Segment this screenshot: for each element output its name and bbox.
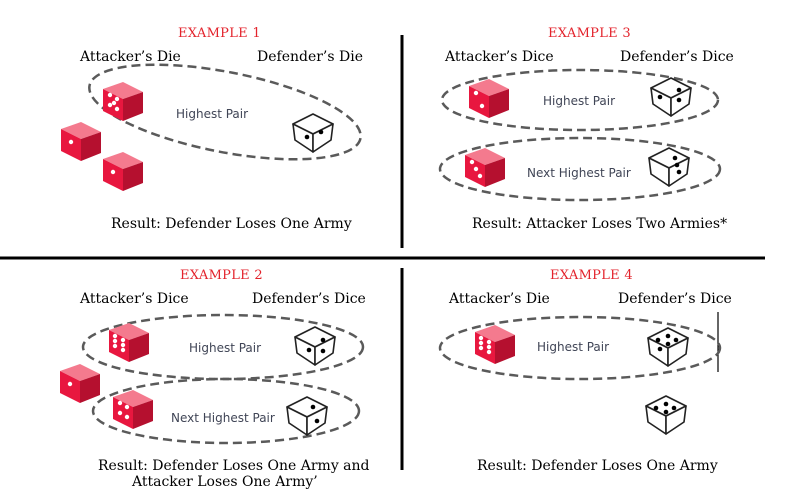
spare-red-die-icon (60, 364, 100, 403)
example-title: EXAMPLE 2 (180, 268, 263, 283)
result-text: Attacker Loses One Army’ (132, 474, 318, 490)
defender-label: Defender’s Dice (252, 291, 366, 307)
defender-die-icon (294, 326, 336, 366)
pair-label: Highest Pair (189, 341, 262, 355)
example-title: EXAMPLE 3 (548, 26, 631, 41)
defender-label: Defender’s Dice (620, 49, 734, 65)
attacker-label: Attacker’s Dice (445, 49, 554, 65)
pair-label: Highest Pair (176, 107, 249, 121)
result-text: Result: Defender Loses One Army (111, 216, 352, 232)
spare-red-die-icon (103, 152, 143, 191)
pair-label: Highest Pair (543, 94, 616, 108)
attacker-die-icon (103, 82, 143, 121)
attacker-label: Attacker’s Die (449, 291, 550, 307)
defender-die-icon (647, 327, 689, 367)
pair-label: Next Highest Pair (527, 166, 631, 180)
example-title: EXAMPLE 1 (178, 26, 261, 41)
attacker-die-icon (109, 323, 149, 362)
defender-die-icon (645, 395, 687, 435)
attacker-die-icon (113, 390, 153, 429)
attacker-label: Attacker’s Die (80, 49, 181, 65)
attacker-die-icon (475, 325, 515, 364)
pair-ellipse (438, 315, 722, 381)
pair-label: Highest Pair (537, 340, 610, 354)
result-text: Result: Defender Loses One Army (477, 458, 718, 474)
defender-die-icon (650, 77, 692, 117)
defender-die-icon (648, 147, 690, 187)
result-text: Result: Attacker Loses Two Armies* (472, 216, 728, 232)
example-title: EXAMPLE 4 (550, 268, 633, 283)
defender-label: Defender’s Dice (618, 291, 732, 307)
pair-ellipse (440, 68, 720, 132)
spare-red-die-icon (61, 122, 101, 161)
attacker-die-icon (465, 148, 505, 187)
defender-label: Defender’s Die (257, 49, 364, 65)
pair-ellipse (91, 377, 361, 445)
attacker-die-icon (469, 79, 509, 118)
result-text: Result: Defender Loses One Army and (98, 458, 370, 474)
pair-label: Next Highest Pair (171, 411, 275, 425)
defender-die-icon (292, 113, 334, 153)
attacker-label: Attacker’s Dice (80, 291, 189, 307)
defender-die-icon (286, 396, 328, 436)
pair-ellipse (438, 136, 722, 202)
pair-ellipse (88, 63, 362, 161)
